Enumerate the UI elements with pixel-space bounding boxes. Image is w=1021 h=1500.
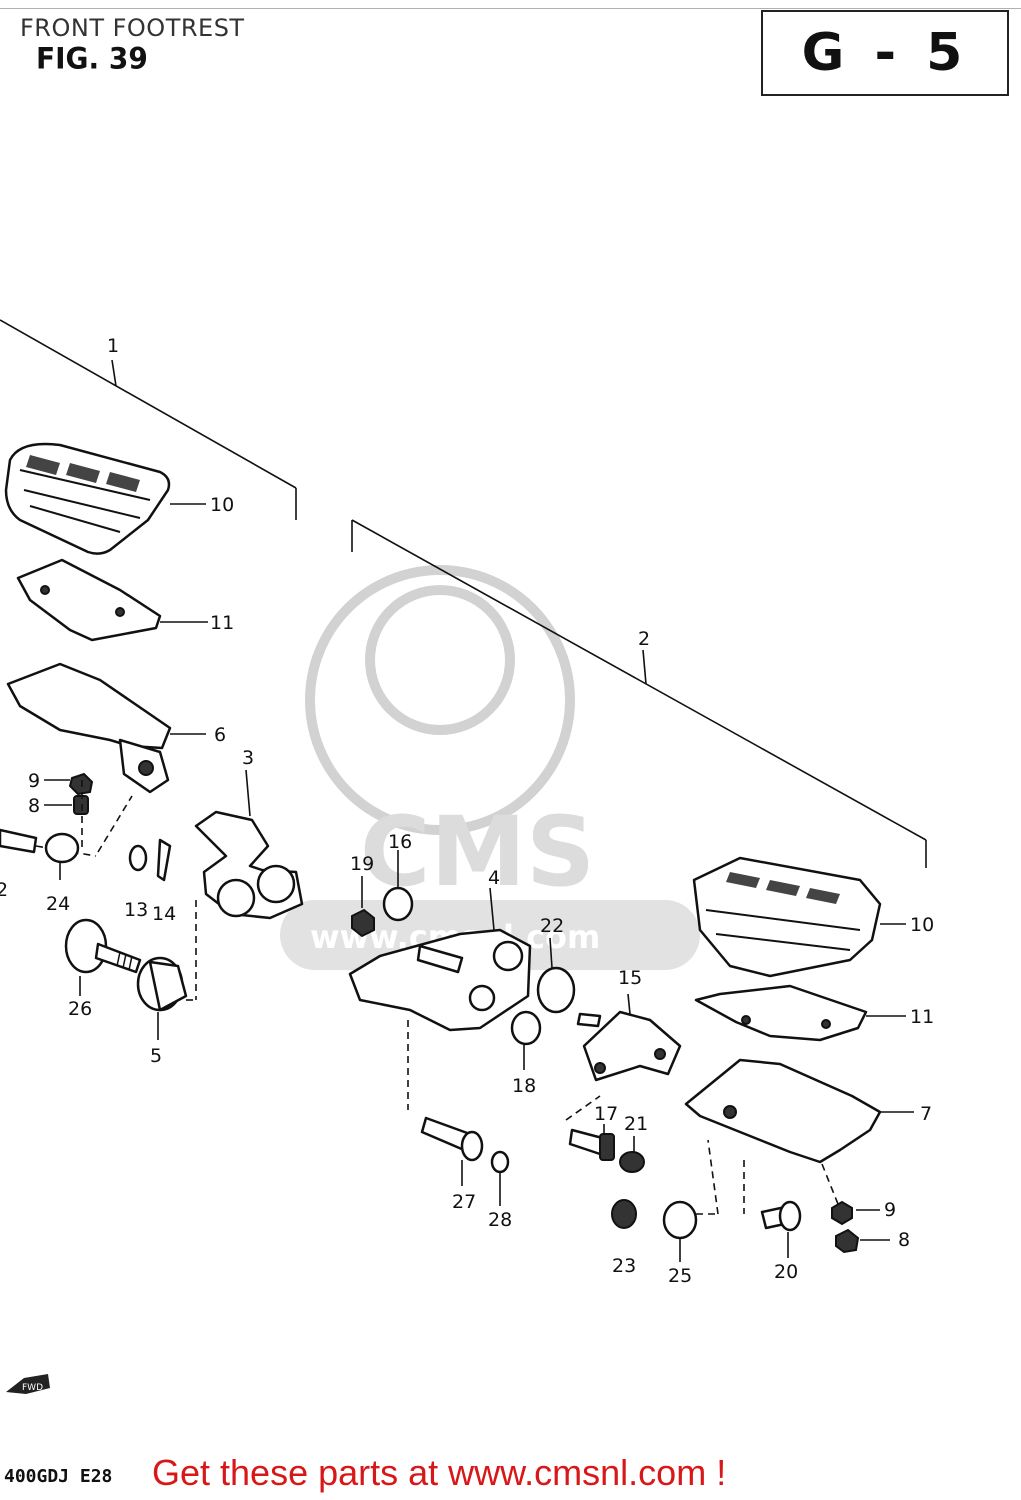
footrest-bracket-left bbox=[6, 662, 206, 794]
spring-25 bbox=[662, 1139, 719, 1262]
nut-9-right bbox=[831, 1200, 880, 1226]
callout-15: 15 bbox=[618, 967, 642, 989]
callout-8-right: 8 bbox=[898, 1229, 910, 1251]
callout-26: 26 bbox=[68, 998, 92, 1020]
callout-20: 20 bbox=[774, 1261, 798, 1283]
callout-12-partial: 2 bbox=[0, 879, 8, 901]
callout-2: 2 bbox=[638, 628, 650, 650]
forward-arrow: FWD bbox=[6, 1374, 50, 1394]
footer-link[interactable]: Get these parts at www.cmsnl.com ! bbox=[152, 1452, 727, 1493]
callout-10-left: 10 bbox=[210, 494, 234, 516]
bolt-17 bbox=[568, 1124, 615, 1161]
callout-17: 17 bbox=[594, 1103, 618, 1125]
callout-9-left: 9 bbox=[28, 770, 40, 792]
pin-20 bbox=[760, 1200, 802, 1258]
callout-23: 23 bbox=[612, 1255, 636, 1277]
bolt-26 bbox=[64, 918, 142, 996]
footrest-bracket-right bbox=[684, 1058, 914, 1214]
watermark-logo: CMS www.cmsnl.com bbox=[280, 565, 700, 970]
callout-3: 3 bbox=[242, 747, 254, 769]
header-rule bbox=[0, 8, 1021, 9]
callout-9-right: 9 bbox=[884, 1199, 896, 1221]
callout-11-right: 11 bbox=[910, 1006, 934, 1028]
collar-22 bbox=[536, 937, 576, 1014]
callout-10-right: 10 bbox=[910, 914, 934, 936]
cotter-pin-14 bbox=[156, 838, 172, 882]
nut-19 bbox=[351, 876, 375, 938]
callout-13: 13 bbox=[124, 899, 148, 921]
callout-18: 18 bbox=[512, 1075, 536, 1097]
callout-8-left: 8 bbox=[28, 795, 40, 817]
footrest-plate-left bbox=[16, 558, 208, 642]
callout-14: 14 bbox=[152, 903, 176, 925]
bushing-18 bbox=[510, 1010, 542, 1070]
footrest-plate-right bbox=[694, 984, 906, 1042]
footrest-holder-3 bbox=[194, 769, 304, 920]
group-code: G - 5 bbox=[801, 23, 969, 83]
washer-13 bbox=[97, 795, 148, 872]
assembly-bracket-2 bbox=[351, 519, 927, 868]
callout-5: 5 bbox=[150, 1045, 162, 1067]
callout-4: 4 bbox=[488, 867, 500, 889]
bolt-27 bbox=[420, 1116, 484, 1186]
footrest-arm-4 bbox=[348, 887, 532, 1110]
callout-22: 22 bbox=[540, 915, 564, 937]
bolt-8-left bbox=[44, 780, 89, 852]
model-code: 400GDJ E28 bbox=[4, 1466, 113, 1487]
bracket-15 bbox=[565, 993, 682, 1121]
nut-23 bbox=[611, 1199, 637, 1229]
figure-number: FIG. 39 bbox=[36, 41, 148, 76]
callout-7: 7 bbox=[920, 1103, 932, 1125]
footrest-rubber-left bbox=[4, 442, 206, 555]
forward-arrow-label: FWD bbox=[22, 1383, 43, 1393]
spring-24 bbox=[44, 832, 80, 880]
callout-21: 21 bbox=[624, 1113, 648, 1135]
callout-28: 28 bbox=[488, 1209, 512, 1231]
callout-27: 27 bbox=[452, 1191, 476, 1213]
footrest-rubber-right bbox=[692, 856, 906, 978]
callout-25: 25 bbox=[668, 1265, 692, 1287]
group-code-box: G - 5 bbox=[761, 10, 1009, 96]
collar-5 bbox=[136, 900, 197, 1040]
bolt-8-right bbox=[835, 1228, 890, 1254]
callout-1: 1 bbox=[107, 335, 119, 357]
callout-6: 6 bbox=[214, 724, 226, 746]
collar-16 bbox=[382, 850, 414, 922]
callout-11-left: 11 bbox=[210, 612, 234, 634]
callout-24: 24 bbox=[46, 893, 70, 915]
nut-9-left bbox=[44, 772, 94, 796]
assembly-bracket-1 bbox=[0, 319, 297, 520]
cap-28 bbox=[490, 1150, 510, 1206]
diagram-title: FRONT FOOTREST bbox=[20, 14, 245, 42]
cap-21 bbox=[619, 1136, 645, 1173]
callout-19: 19 bbox=[350, 853, 374, 875]
callout-16: 16 bbox=[388, 831, 412, 853]
